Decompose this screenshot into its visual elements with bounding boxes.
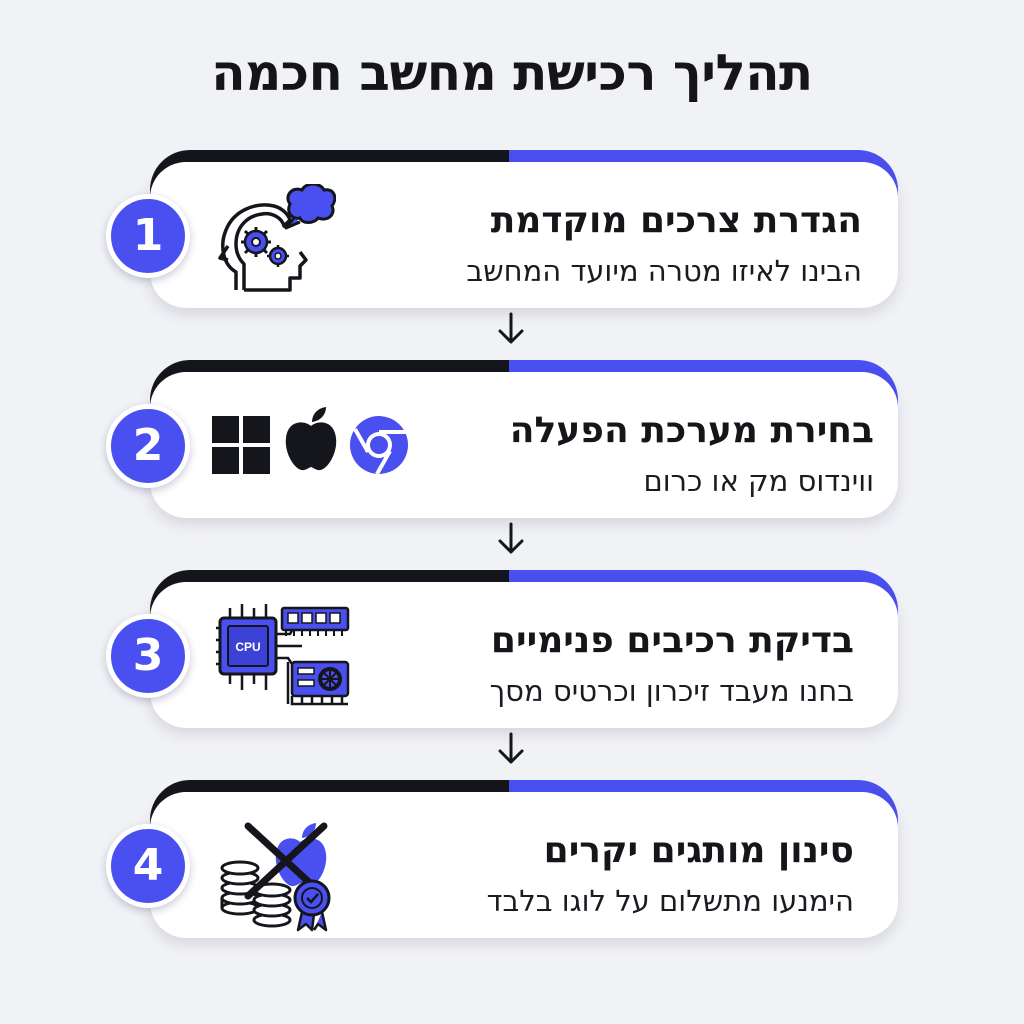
- graphics-card-icon: [286, 660, 350, 706]
- card-body: CPU בדיקת רכיבים פנימיים בחנו מעבד זיכ: [150, 582, 898, 728]
- ram-module-icon: [280, 606, 350, 636]
- windows-logo-icon: [212, 416, 270, 474]
- card-body: הגדרת צרכים מוקדמת הבינו לאיזו מטרה מיוע…: [150, 162, 898, 308]
- step-description: הבינו לאיזו מטרה מיועד המחשב: [466, 254, 862, 288]
- step-number-badge: 3: [106, 614, 190, 698]
- head-gears-thought-icon: [218, 184, 336, 292]
- arrow-down-icon: [498, 312, 524, 344]
- step-description: הימנעו מתשלום על לוגו בלבד: [486, 884, 854, 918]
- coin-stacks-icon: [220, 822, 331, 932]
- step-heading: בדיקת רכיבים פנימיים: [490, 620, 854, 661]
- chrome-logo-icon: [350, 416, 408, 475]
- step-heading: סינון מותגים יקרים: [543, 830, 854, 871]
- step-description: בחנו מעבד זיכרון וכרטיס מסך: [489, 674, 854, 708]
- step-number-badge: 1: [106, 194, 190, 278]
- step-heading: הגדרת צרכים מוקדמת: [490, 200, 862, 241]
- step-3-card: CPU בדיקת רכיבים פנימיים בחנו מעבד זיכ: [150, 570, 898, 728]
- step-number-badge: 4: [106, 824, 190, 908]
- apple-logo-icon: [285, 407, 337, 471]
- arrow-down-icon: [498, 732, 524, 764]
- cpu-chip-icon: CPU: [216, 604, 350, 706]
- arrow-down-icon: [498, 522, 524, 554]
- step-4-card: סינון מותגים יקרים הימנעו מתשלום על לוגו…: [150, 780, 898, 938]
- badge-ribbon-icon: [293, 879, 331, 932]
- step-description: ווינדוס מק או כרום: [643, 464, 874, 498]
- page-title: תהליך רכישת מחשב חכמה: [211, 44, 813, 102]
- step-number-badge: 2: [106, 404, 190, 488]
- step-heading: בחירת מערכת הפעלה: [509, 410, 874, 451]
- step-2-card: בחירת מערכת הפעלה ווינדוס מק או כרום: [150, 360, 898, 518]
- card-body: בחירת מערכת הפעלה ווינדוס מק או כרום: [150, 372, 898, 518]
- cpu-label: CPU: [235, 640, 260, 654]
- card-body: סינון מותגים יקרים הימנעו מתשלום על לוגו…: [150, 792, 898, 938]
- step-1-card: הגדרת צרכים מוקדמת הבינו לאיזו מטרה מיוע…: [150, 150, 898, 308]
